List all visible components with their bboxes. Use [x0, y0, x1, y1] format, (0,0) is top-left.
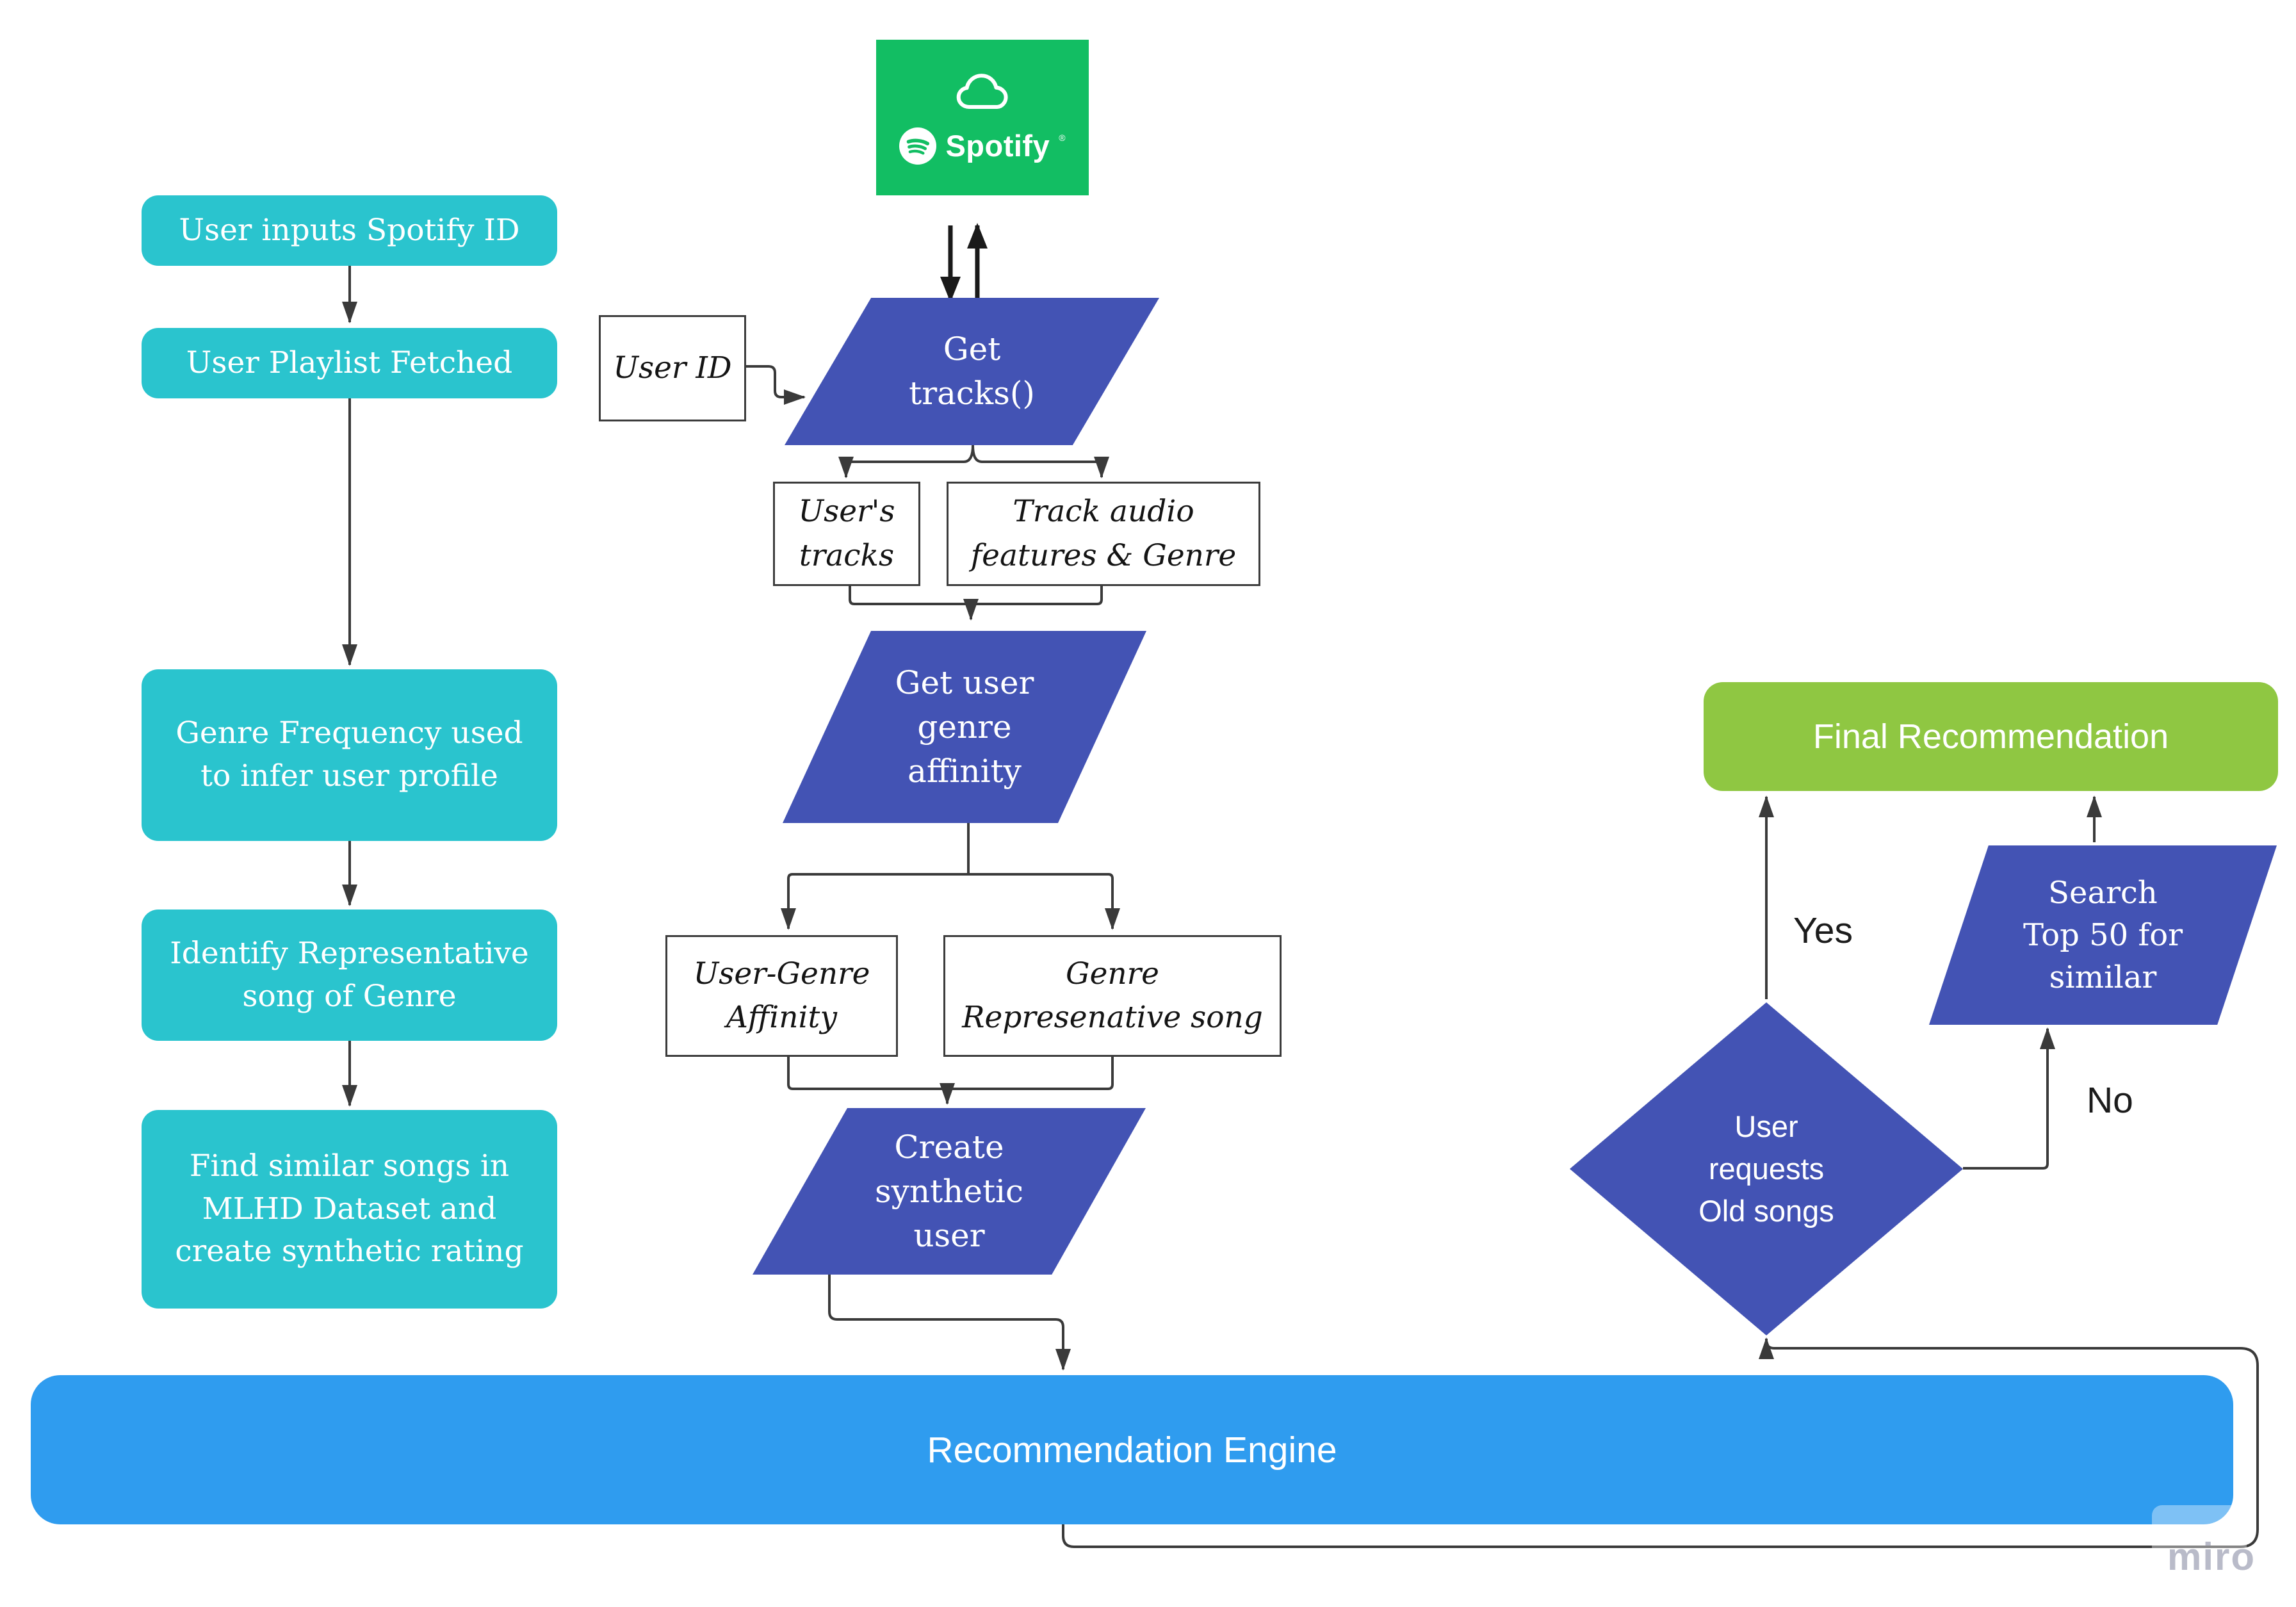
- spotify-logo-box[interactable]: Spotify ®: [876, 40, 1089, 195]
- create-synthetic-user-label: Create synthetic user: [874, 1128, 1024, 1254]
- process-step-genre-frequency[interactable]: Genre Frequency used to infer user profi…: [142, 669, 557, 841]
- genre-representative-song-label: Genre Represenative song: [962, 956, 1263, 1035]
- track-audio-label: Track audio features & Genre: [970, 494, 1237, 573]
- process-step-input-id[interactable]: User inputs Spotify ID: [142, 195, 557, 266]
- genre-representative-song-box[interactable]: Genre Represenative song: [943, 935, 1282, 1057]
- users-tracks-label: User's tracks: [798, 494, 895, 573]
- step-label: User Playlist Fetched: [186, 345, 513, 380]
- get-user-genre-affinity-label: Get user genre affinity: [895, 664, 1034, 790]
- process-step-playlist-fetched[interactable]: User Playlist Fetched: [142, 328, 557, 398]
- search-top50-label: Search Top 50 for similar: [2023, 874, 2183, 996]
- spotify-wordmark: Spotify ®: [899, 127, 1066, 165]
- search-top50-parallelogram[interactable]: Search Top 50 for similar: [1929, 845, 2277, 1025]
- no-label: No: [2087, 1079, 2133, 1122]
- final-recommendation-box[interactable]: Final Recommendation: [1704, 682, 2278, 791]
- cloud-icon: [956, 73, 1008, 109]
- no-text: No: [2087, 1080, 2133, 1121]
- flow-connectors: [342, 266, 2259, 1548]
- user-id-box[interactable]: User ID: [599, 315, 746, 421]
- registered-mark: ®: [1059, 132, 1066, 143]
- user-genre-affinity-box[interactable]: User-Genre Affinity: [665, 935, 898, 1057]
- step-label: User inputs Spotify ID: [179, 212, 520, 248]
- spotify-brand-text: Spotify: [945, 128, 1050, 163]
- decision-label: User requests Old songs: [1698, 1109, 1834, 1228]
- user-genre-affinity-label: User-Genre Affinity: [693, 956, 870, 1035]
- recommendation-engine-label: Recommendation Engine: [927, 1429, 1337, 1471]
- recommendation-engine-bar[interactable]: Recommendation Engine: [31, 1375, 2233, 1524]
- yes-label: Yes: [1793, 910, 1853, 952]
- miro-text: miro: [2167, 1535, 2256, 1578]
- step-label: Find similar songs in MLHD Dataset and c…: [175, 1148, 524, 1269]
- user-id-label: User ID: [613, 350, 732, 386]
- step-label: Genre Frequency used to infer user profi…: [175, 715, 523, 794]
- final-recommendation-label: Final Recommendation: [1812, 717, 2169, 756]
- users-tracks-box[interactable]: User's tracks: [773, 482, 920, 586]
- miro-watermark: miro: [2167, 1535, 2256, 1579]
- spotify-icon: [899, 127, 937, 165]
- sync-arrows-icon: [940, 223, 988, 302]
- track-audio-features-box[interactable]: Track audio features & Genre: [947, 482, 1260, 586]
- step-label: Identify Representative song of Genre: [170, 935, 529, 1014]
- process-step-identify-representative[interactable]: Identify Representative song of Genre: [142, 910, 557, 1041]
- miro-watermark-chip: [2152, 1505, 2247, 1581]
- get-tracks-label: Get tracks(): [909, 330, 1035, 412]
- yes-text: Yes: [1793, 910, 1853, 951]
- process-step-find-similar[interactable]: Find similar songs in MLHD Dataset and c…: [142, 1110, 557, 1309]
